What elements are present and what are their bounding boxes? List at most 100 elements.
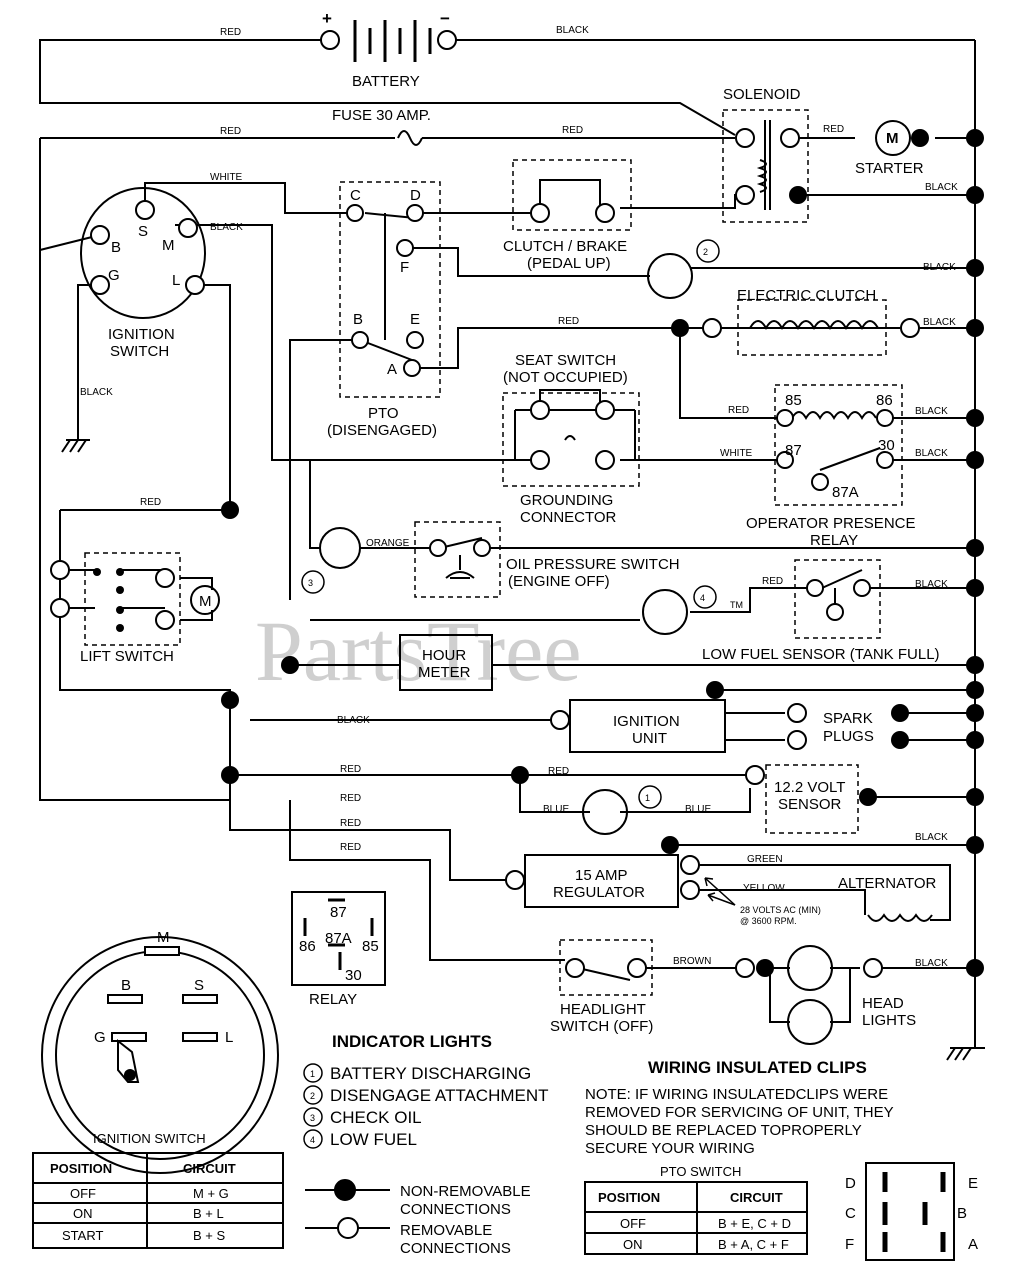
relay-label-2: RELAY	[810, 532, 858, 549]
clips-line-4: SECURE YOUR WIRING	[585, 1140, 755, 1157]
pto-table-h-circuit: CIRCUIT	[730, 1190, 783, 1205]
wire-yellow: YELLOW	[743, 883, 785, 894]
relay-detail-87a: 87A	[325, 930, 352, 947]
indicator-text-3: CHECK OIL	[330, 1108, 422, 1127]
relay-t87: 87	[785, 442, 802, 459]
switch-face-l: L	[225, 1029, 233, 1046]
watermark-tm: TM	[730, 600, 743, 610]
lift-switch-label: LIFT SWITCH	[80, 648, 174, 665]
wire-blue-2: BLUE	[685, 804, 711, 815]
regulator-label-2: REGULATOR	[553, 884, 645, 901]
marker-1: 1	[645, 793, 650, 803]
wire-black-12: BLACK	[915, 958, 948, 969]
wire-black-8: BLACK	[915, 448, 948, 459]
pto-table-title: PTO SWITCH	[660, 1164, 741, 1179]
wire-layer	[39, 39, 985, 1061]
ignition-switch-label-1: IGNITION	[108, 326, 175, 343]
battery-minus: −	[440, 9, 450, 28]
pto-f: F	[400, 259, 409, 276]
pto-table-r2c1: ON	[623, 1237, 643, 1252]
battery-plus: +	[322, 9, 332, 28]
marker-2: 2	[703, 247, 708, 257]
hour-meter-label-1: HOUR	[422, 647, 466, 664]
ign-terminal-g: G	[108, 267, 120, 284]
pto-c: C	[350, 187, 361, 204]
indicator-num-1: 1	[310, 1069, 315, 1079]
solenoid-label: SOLENOID	[723, 86, 801, 103]
non-removable-connections	[93, 129, 984, 977]
hour-meter-label-2: METER	[418, 664, 471, 681]
switch-face-s: S	[194, 977, 204, 994]
wire-red-10: RED	[548, 766, 569, 777]
grounding-label-2: CONNECTOR	[520, 509, 617, 526]
relay-detail-87: 87	[330, 904, 347, 921]
ign-table-r3c1: START	[62, 1228, 103, 1243]
wire-black-1: BLACK	[556, 25, 589, 36]
wire-white-1: WHITE	[210, 172, 243, 183]
relay-t30: 30	[878, 437, 895, 454]
wire-red-4: RED	[823, 124, 844, 135]
oil-label-2: (ENGINE OFF)	[508, 573, 610, 590]
indicator-num-3: 3	[310, 1113, 315, 1123]
pto-table-r1c1: OFF	[620, 1216, 646, 1231]
pto-label-2: (DISENGAGED)	[327, 422, 437, 439]
indicator-num-2: 2	[310, 1091, 315, 1101]
indicator-markers	[301, 239, 720, 1149]
lift-motor-m: M	[199, 593, 212, 610]
ign-table-r2c2: B + L	[193, 1206, 224, 1221]
ign-terminal-l: L	[172, 272, 180, 289]
clips-title: WIRING INSULATED CLIPS	[648, 1058, 867, 1077]
wire-red-5: RED	[558, 316, 579, 327]
switch-face-g: G	[94, 1029, 106, 1046]
headlight-switch-label-2: SWITCH (OFF)	[550, 1018, 653, 1035]
wire-blue-1: BLUE	[543, 804, 569, 815]
fuse-label: FUSE 30 AMP.	[332, 107, 431, 124]
lamps	[319, 253, 833, 1045]
regulator-label-1: 15 AMP	[575, 867, 628, 884]
wire-white-2: WHITE	[720, 448, 753, 459]
indicator-title: INDICATOR LIGHTS	[332, 1032, 492, 1051]
pto-face-c: C	[845, 1205, 856, 1222]
ign-table-r3c2: B + S	[193, 1228, 225, 1243]
wire-black-11: BLACK	[915, 832, 948, 843]
ign-terminal-b: B	[111, 239, 121, 256]
ign-table-r1c2: M + G	[193, 1186, 229, 1201]
clutch-brake-label-1: CLUTCH / BRAKE	[503, 238, 627, 255]
pto-a: A	[387, 361, 397, 378]
ign-terminal-m: M	[162, 237, 175, 254]
indicator-text-2: DISENGAGE ATTACHMENT	[330, 1086, 549, 1105]
battery-plates	[353, 20, 432, 62]
ign-terminal-s: S	[138, 223, 148, 240]
legend-removable-1: REMOVABLE	[400, 1222, 492, 1239]
ign-table-h-position: POSITION	[50, 1161, 112, 1176]
table-grids	[32, 1152, 808, 1255]
solenoid-coil	[756, 120, 771, 210]
relay-detail-30: 30	[345, 967, 362, 984]
wire-black-6: BLACK	[923, 317, 956, 328]
spark-plugs-label-1: SPARK	[823, 710, 873, 727]
pto-table-r2c2: B + A, C + F	[718, 1237, 789, 1252]
battery-label: BATTERY	[352, 73, 420, 90]
wire-black-10: BLACK	[337, 715, 370, 726]
wire-black-4: BLACK	[80, 387, 113, 398]
clips-line-2: REMOVED FOR SERVICING OF UNIT, THEY	[585, 1104, 894, 1121]
seat-switch-label-1: SEAT SWITCH	[515, 352, 616, 369]
pto-face-e: E	[968, 1175, 978, 1192]
alt-note-1: 28 VOLTS AC (MIN)	[740, 905, 821, 915]
dashed-boxes	[84, 109, 903, 996]
spark-plugs-label-2: PLUGS	[823, 728, 874, 745]
pto-e: E	[410, 311, 420, 328]
marker-4: 4	[700, 593, 705, 603]
relay-detail-label: RELAY	[309, 991, 357, 1008]
head-lights-label-2: LIGHTS	[862, 1012, 916, 1029]
watermark: PartsTree	[255, 603, 582, 699]
ignition-switch-face-terminals	[107, 946, 218, 1083]
ign-table-h-circuit: CIRCUIT	[183, 1161, 236, 1176]
ign-table-r2c1: ON	[73, 1206, 93, 1221]
pto-face-f: F	[845, 1236, 854, 1253]
electric-clutch-label: ELECTRIC CLUTCH	[737, 287, 876, 304]
pto-switch-face	[865, 1162, 955, 1261]
relay-detail-86: 86	[299, 938, 316, 955]
relay-detail-terminals	[303, 898, 374, 970]
